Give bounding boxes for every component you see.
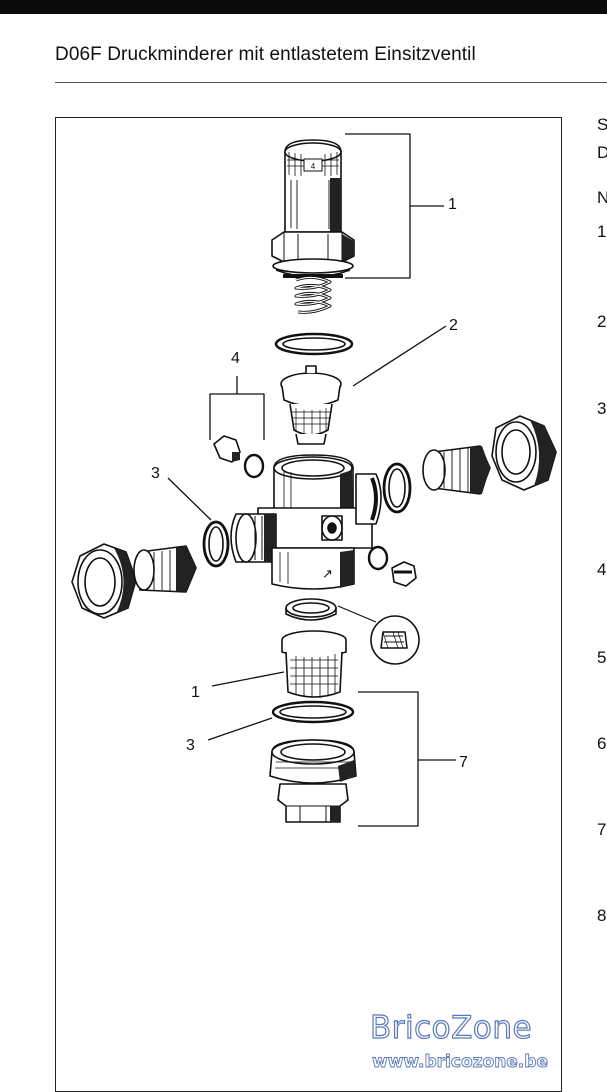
watermark-url: www.bricozone.be — [372, 1052, 549, 1073]
header-divider — [55, 82, 607, 83]
left-union-nut — [71, 543, 137, 619]
svg-text:↗: ↗ — [322, 567, 333, 582]
right-union-nut — [491, 415, 557, 491]
seal-ring — [285, 598, 337, 621]
side-text-char: 1 — [597, 222, 607, 241]
page-title: D06F Druckminderer mit entlastetem Einsi… — [55, 44, 476, 65]
left-oring — [202, 520, 230, 568]
callout-2: 2 — [449, 317, 458, 334]
valve-body: ↗ — [230, 454, 382, 590]
filter-bowl-assembly — [269, 739, 357, 823]
bonnet-assembly: 4 — [271, 139, 355, 314]
side-text-char: 5 — [597, 648, 607, 667]
side-text-char: 6 — [597, 734, 607, 753]
callout-1-filter: 1 — [191, 684, 200, 701]
callout-3-bowl: 3 — [186, 737, 195, 754]
callout-1-top: 1 — [448, 196, 457, 213]
callout-4: 4 — [231, 350, 240, 367]
right-oring — [382, 462, 412, 514]
side-text-char: S — [597, 115, 607, 134]
gauge-number-label: 4 — [311, 162, 316, 171]
right-tailpiece — [422, 445, 491, 495]
side-text-char: 8 — [597, 906, 607, 925]
callout-3-left: 3 — [151, 465, 160, 482]
callout-7: 7 — [459, 754, 468, 771]
gauge-plug-lower — [367, 545, 417, 587]
valve-insert — [280, 365, 342, 445]
watermark-logo: BricoZone — [369, 1009, 533, 1046]
side-text-char: 4 — [597, 560, 607, 579]
side-text-char: N — [597, 188, 607, 207]
seal-detail-callout — [370, 615, 420, 665]
left-tailpiece — [133, 545, 197, 593]
filter-cartridge — [281, 630, 347, 698]
side-text-char: 3 — [597, 399, 607, 418]
top-bar — [0, 0, 607, 14]
gauge-plug-upper — [213, 435, 265, 479]
side-text-char: D — [597, 143, 607, 162]
side-text-char: 2 — [597, 312, 607, 331]
exploded-view-diagram: 4 1 2 4 — [71, 133, 557, 827]
side-text-char: 7 — [597, 820, 607, 839]
